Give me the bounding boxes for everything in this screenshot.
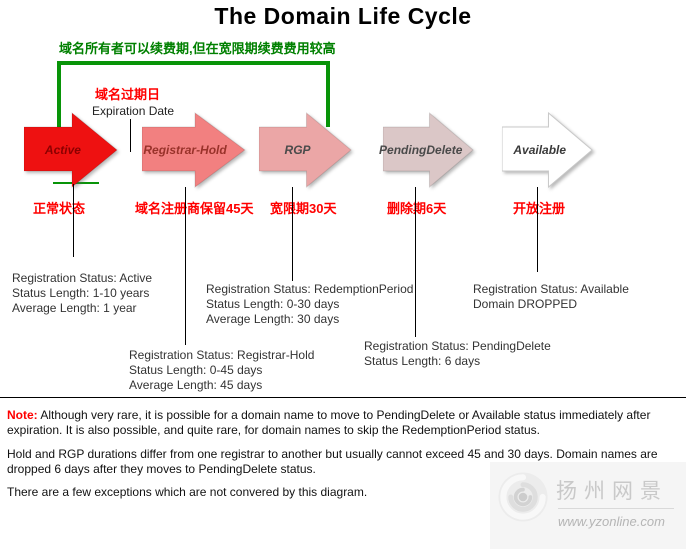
- notes-divider: [0, 397, 686, 398]
- detail-active: Registration Status: Active Status Lengt…: [12, 271, 152, 316]
- detail-pending-delete: Registration Status: PendingDelete Statu…: [364, 339, 551, 369]
- arrow-rgp: RGP: [259, 112, 353, 188]
- expiration-label-en: Expiration Date: [92, 104, 175, 118]
- detail-line: Registration Status: Active: [12, 271, 153, 285]
- marker-line-active: [73, 184, 74, 257]
- watermark: 扬州网景 www.yzonline.com: [490, 462, 686, 549]
- block-arrow-icon: [24, 112, 118, 188]
- caption-registrar-hold-cn: 域名注册商保留45天: [135, 201, 254, 216]
- page-title: The Domain Life Cycle: [214, 3, 472, 29]
- marker-line-rgp: [292, 187, 293, 281]
- arrow-registrar-hold: Registrar-Hold: [142, 112, 247, 188]
- arrow-pending-delete: PendingDelete: [379, 112, 475, 188]
- expiration-marker-line: [130, 119, 131, 152]
- note-label: Note:: [7, 408, 38, 422]
- block-arrow-icon: [142, 112, 246, 188]
- detail-line: Domain DROPPED: [473, 297, 578, 311]
- arrow-label-available: Available: [513, 143, 567, 157]
- watermark-url: www.yzonline.com: [558, 514, 665, 529]
- note-text: Although very rare, it is possible for a…: [7, 408, 651, 437]
- arrow-label-pending-delete: PendingDelete: [379, 143, 463, 157]
- detail-line: Average Length: 30 days: [206, 312, 340, 326]
- caption-rgp-cn: 宽限期30天: [270, 201, 337, 216]
- detail-line: Status Length: 0-45 days: [129, 363, 263, 377]
- detail-line: Registration Status: Available: [473, 282, 629, 296]
- arrow-label-registrar-hold: Registrar-Hold: [143, 143, 227, 157]
- green-bracket-right-line: [326, 61, 330, 127]
- expiration-label-cn: 域名过期日: [95, 87, 161, 102]
- watermark-site-name: 扬州网景: [556, 480, 668, 503]
- note-paragraph: Note: Although very rare, it is possible…: [7, 408, 681, 438]
- arrow-active: Active: [24, 112, 119, 188]
- caption-active-cn: 正常状态: [33, 201, 86, 216]
- detail-rgp: Registration Status: RedemptionPeriod St…: [206, 282, 413, 327]
- caption-pending-delete-cn: 删除期6天: [387, 201, 447, 216]
- arrow-available: Available: [502, 112, 594, 188]
- detail-line: Status Length: 6 days: [364, 354, 481, 368]
- block-arrow-icon: [259, 112, 352, 188]
- detail-line: Average Length: 1 year: [12, 301, 137, 315]
- detail-available: Registration Status: Available Domain DR…: [473, 282, 629, 312]
- detail-registrar-hold: Registration Status: Registrar-Hold Stat…: [129, 348, 314, 393]
- swirl-logo-icon: [498, 472, 548, 522]
- durations-paragraph: Hold and RGP durations differ from one r…: [7, 447, 658, 476]
- block-arrow-icon: [502, 112, 593, 188]
- marker-line-available: [537, 187, 538, 272]
- block-arrow-icon: [383, 112, 474, 188]
- detail-line: Status Length: 0-30 days: [206, 297, 340, 311]
- arrow-label-active: Active: [44, 143, 81, 157]
- detail-line: Status Length: 1-10 years: [12, 286, 150, 300]
- detail-line: Registration Status: RedemptionPeriod: [206, 282, 414, 296]
- renewal-annotation-cn: 域名所有者可以续费期,但在宽限期续费费用较高: [59, 41, 336, 56]
- arrow-label-rgp: RGP: [284, 143, 311, 157]
- exceptions-paragraph: There are a few exceptions which are not…: [7, 485, 368, 499]
- green-bracket-top-line: [57, 61, 330, 65]
- marker-line-pending-delete: [415, 187, 416, 337]
- detail-line: Average Length: 45 days: [129, 378, 263, 392]
- detail-line: Registration Status: Registrar-Hold: [129, 348, 315, 362]
- detail-line: Registration Status: PendingDelete: [364, 339, 551, 353]
- watermark-divider: [558, 508, 674, 509]
- marker-line-registrar-hold: [185, 187, 186, 345]
- green-bracket-left-line: [57, 61, 61, 131]
- caption-available-cn: 开放注册: [513, 201, 566, 216]
